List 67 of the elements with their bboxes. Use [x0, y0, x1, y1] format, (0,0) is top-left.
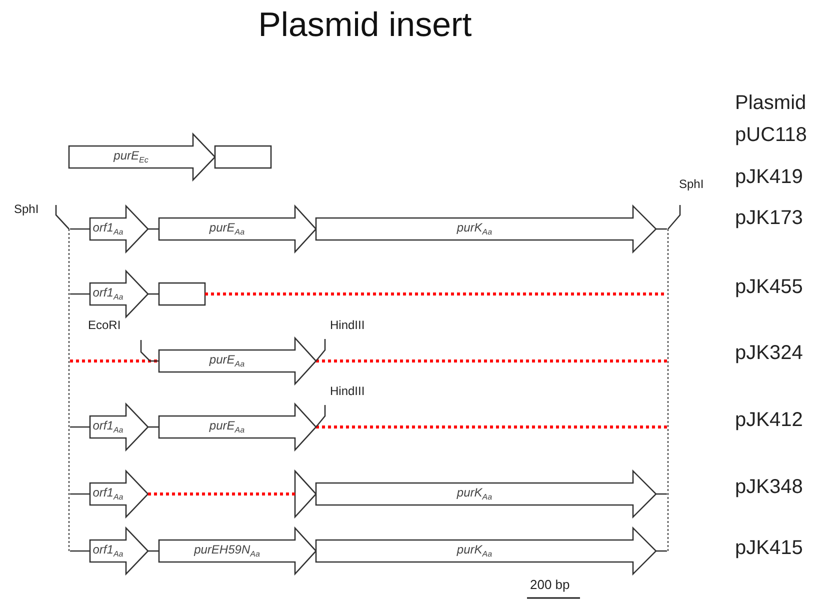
gene-label: orf1$_{Aa}$ — [92, 419, 124, 435]
deletion-line — [70, 360, 159, 362]
restriction-site-label: HindIII — [330, 384, 365, 398]
dna-line — [70, 228, 90, 230]
gene-segment — [90, 528, 148, 574]
dna-line — [148, 293, 159, 295]
gene-label: purE$_{Ec}$ — [114, 149, 148, 165]
gene-label: purE$_{Aa}$ — [209, 419, 245, 435]
gene-label: orf1$_{Aa}$ — [92, 286, 124, 302]
backbone-line — [68, 229, 70, 551]
dna-line — [656, 550, 667, 552]
dna-line — [148, 426, 159, 428]
gene-label: purK$_{Aa}$ — [456, 221, 492, 237]
gene-label: orf1$_{Aa}$ — [92, 543, 124, 559]
dna-line — [70, 293, 90, 295]
deletion-line — [148, 492, 295, 496]
gene-segment — [69, 134, 215, 180]
title: Plasmid insert — [257, 6, 473, 45]
plasmid-name: pJK455 — [735, 276, 803, 299]
gene-label: orf1$_{Aa}$ — [92, 486, 124, 502]
gene-label: purE$_{Aa}$ — [209, 221, 245, 237]
plasmid-name: pJK419 — [735, 166, 803, 189]
deletion-line — [316, 360, 667, 362]
gene-label: purK$_{Aa}$ — [456, 486, 492, 502]
plasmid-name: pJK348 — [735, 476, 803, 499]
restriction-site-label: SphI — [679, 177, 704, 191]
leader-line — [55, 205, 70, 230]
dna-line — [148, 550, 159, 552]
plasmid-name: pJK412 — [735, 409, 803, 432]
gene-segment — [159, 338, 316, 384]
gene-segment — [159, 206, 316, 252]
restriction-site-label: EcoRI — [88, 318, 121, 332]
gene-label: purEH59N$_{Aa}$ — [194, 543, 260, 559]
gene-segment — [90, 206, 148, 252]
gene-label: purK$_{Aa}$ — [456, 543, 492, 559]
restriction-site-label: SphI — [14, 202, 39, 216]
gene-segment — [90, 404, 148, 450]
gene-segment — [90, 271, 148, 317]
leader-line — [668, 205, 681, 230]
leader-line — [316, 339, 326, 362]
gene-segment — [316, 528, 656, 574]
deletion-line — [316, 426, 667, 428]
dna-line — [656, 493, 667, 495]
scale-label: 200 bp — [530, 577, 570, 592]
plasmid-name: pJK173 — [735, 207, 803, 230]
gene-label: orf1$_{Aa}$ — [92, 221, 124, 237]
gene-box — [215, 146, 271, 168]
deletion-line — [205, 292, 667, 296]
backbone-line — [667, 229, 669, 551]
gene-segment — [159, 404, 316, 450]
dna-line — [656, 228, 667, 230]
leader-line — [140, 340, 159, 362]
plasmid-name: pJK415 — [735, 537, 803, 560]
gene-label: purE$_{Aa}$ — [209, 353, 245, 369]
plasmid-name: pUC118 — [735, 124, 807, 147]
gene-segment — [159, 528, 316, 574]
gene-segment — [90, 471, 148, 517]
dna-line — [148, 228, 159, 230]
restriction-site-label: HindIII — [330, 318, 365, 332]
gene-segment — [316, 206, 656, 252]
dna-line — [70, 426, 90, 428]
dna-line — [70, 493, 90, 495]
leader-line — [316, 405, 326, 428]
dna-line — [70, 550, 90, 552]
gene-box — [159, 283, 205, 305]
plasmid-heading: Plasmid — [735, 92, 806, 115]
plasmid-name: pJK324 — [735, 342, 803, 365]
